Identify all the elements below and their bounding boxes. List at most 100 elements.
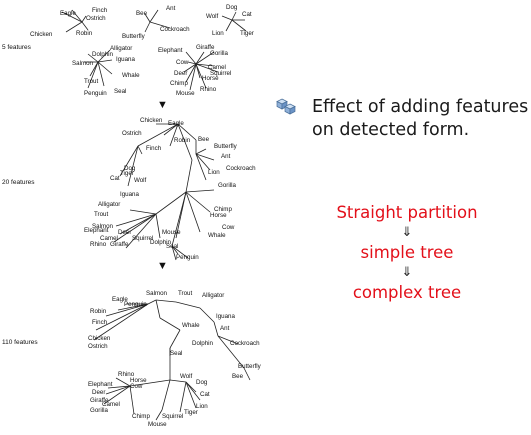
tree-branch — [231, 11, 237, 21]
tree-branch — [115, 213, 157, 227]
tree-branch — [195, 153, 215, 161]
tree-branch — [185, 51, 197, 65]
tree-branch — [185, 381, 201, 401]
tree-leaf-label: Eagle — [168, 120, 184, 127]
tree-branch — [115, 377, 131, 387]
tree-leaf-label: Iguana — [216, 313, 235, 320]
tree-branch — [185, 381, 197, 409]
tree-branch — [185, 191, 201, 233]
tree-leaf-label: Whale — [122, 72, 140, 79]
tree-branch — [113, 213, 157, 243]
tree-leaf-label: Iguana — [116, 56, 135, 63]
tree-leaf-label: Cow — [222, 224, 235, 231]
tree-leaf-label: Robin — [76, 30, 93, 37]
row-label-20-features: 20 features — [2, 179, 35, 186]
tree-leaf-label: Seal — [170, 350, 182, 357]
double-down-arrow-icon: ⇓ — [401, 265, 413, 280]
flow-step-straight-partition: Straight partition — [336, 203, 478, 222]
tree-leaf-label: Horse — [210, 212, 227, 219]
tree-branch — [169, 123, 179, 147]
tree-leaf-label: Seal — [166, 243, 178, 250]
tree-branch — [129, 379, 171, 387]
tree-branch — [155, 409, 163, 421]
tree-leaf-label: Chimp — [170, 80, 188, 87]
tree-branch — [195, 148, 207, 155]
tree-branch — [87, 53, 99, 63]
tree-branch — [97, 61, 105, 87]
tree-branch — [243, 367, 251, 381]
cubes-icon — [276, 98, 296, 115]
tree-branch — [185, 189, 215, 193]
tree-leaf-label: Rhino — [200, 86, 217, 93]
tree-leaf-label: Trout — [84, 78, 98, 85]
tree-branch — [127, 145, 139, 187]
tree-branch — [87, 61, 99, 89]
tree-branch — [129, 209, 157, 215]
tree-branch — [65, 21, 83, 33]
tree-leaf-label: Alligator — [202, 292, 224, 299]
tree-leaf-label: Rhino — [118, 371, 135, 378]
tree-branch — [199, 307, 215, 323]
tree-branch — [169, 329, 181, 349]
tree-branch — [155, 213, 161, 239]
tree-leaf-label: Cat — [242, 11, 252, 18]
tree-leaf-label: Mouse — [148, 421, 167, 428]
tree-leaf-label: Camel — [102, 401, 120, 408]
tree-leaf-label: Ant — [221, 153, 231, 160]
tree-leaf-label: Cat — [110, 175, 120, 182]
tree-leaf-label: Mouse — [176, 90, 195, 97]
tree-branch — [81, 21, 89, 31]
tree-leaf-label: Giraffe — [110, 241, 129, 248]
tree-leaf-label: Salmon — [72, 60, 94, 67]
tree-branch — [195, 63, 215, 67]
down-arrow-icon: ▼ — [157, 260, 168, 272]
tree-branch — [149, 9, 159, 23]
tree-leaf-label: Salmon — [92, 223, 114, 230]
tree-leaf-label: Alligator — [98, 201, 120, 208]
tree-branch — [195, 153, 207, 181]
tree-leaf-label: Dolphin — [150, 239, 172, 246]
flow-sequence: Straight partition ⇓ simple tree ⇓ compl… — [302, 202, 512, 304]
tree-leaf-label: Gorilla — [210, 50, 228, 57]
tree-leaf-label: Ostrich — [88, 343, 108, 350]
tree-leaf-label: Penguin — [124, 301, 147, 308]
tree-leaf-label: Deer — [174, 70, 187, 77]
tree-branch — [185, 159, 193, 193]
tree-branch — [185, 63, 197, 83]
tree-leaf-label: Butterfly — [214, 143, 238, 150]
tree-leaf-label: Mouse — [162, 229, 181, 236]
tree-leaf-label: Squirrel — [162, 413, 183, 420]
tree-leaf-label: Bee — [232, 373, 244, 380]
tree-branch — [97, 61, 113, 75]
tree-branch — [171, 245, 189, 259]
tree-leaf-label: Camel — [208, 64, 226, 71]
tree-leaf-label: Penguin — [84, 90, 107, 97]
tree-branch — [107, 385, 131, 389]
tree-leaf-label: Dog — [124, 165, 136, 172]
tree-leaf-label: Wolf — [206, 13, 219, 20]
tree-branch — [149, 21, 171, 29]
tree-leaf-label: Chicken — [140, 117, 163, 124]
tree-leaf-label: Elephant — [84, 227, 109, 234]
tree-leaf-label: Giraffe — [90, 397, 109, 404]
tree-branch — [213, 321, 219, 337]
tree-leaf-label: Bee — [136, 10, 148, 17]
tree-branch — [144, 21, 151, 33]
tree-branch — [217, 335, 245, 369]
tree-leaf-label: Cockroach — [160, 26, 190, 33]
tree-branch — [161, 379, 171, 411]
tree-leaf-label: Dolphin — [92, 51, 114, 58]
tree-branch — [71, 9, 83, 23]
tree-branch — [155, 299, 161, 319]
tree-branch — [195, 153, 211, 171]
tree-leaf-label: Cockroach — [226, 165, 256, 172]
tree-branch — [195, 51, 215, 65]
tree-branch — [169, 379, 187, 383]
row-label-5-features: 5 features — [2, 44, 31, 51]
tree-branch — [189, 63, 197, 91]
tree-branch — [175, 301, 201, 309]
tree-leaf-label: Ostrich — [122, 130, 142, 137]
tree-leaf-label: Gorilla — [90, 407, 108, 414]
tree-leaf-label: Camel — [100, 235, 118, 242]
tree-leaf-label: Eagle — [112, 296, 128, 303]
